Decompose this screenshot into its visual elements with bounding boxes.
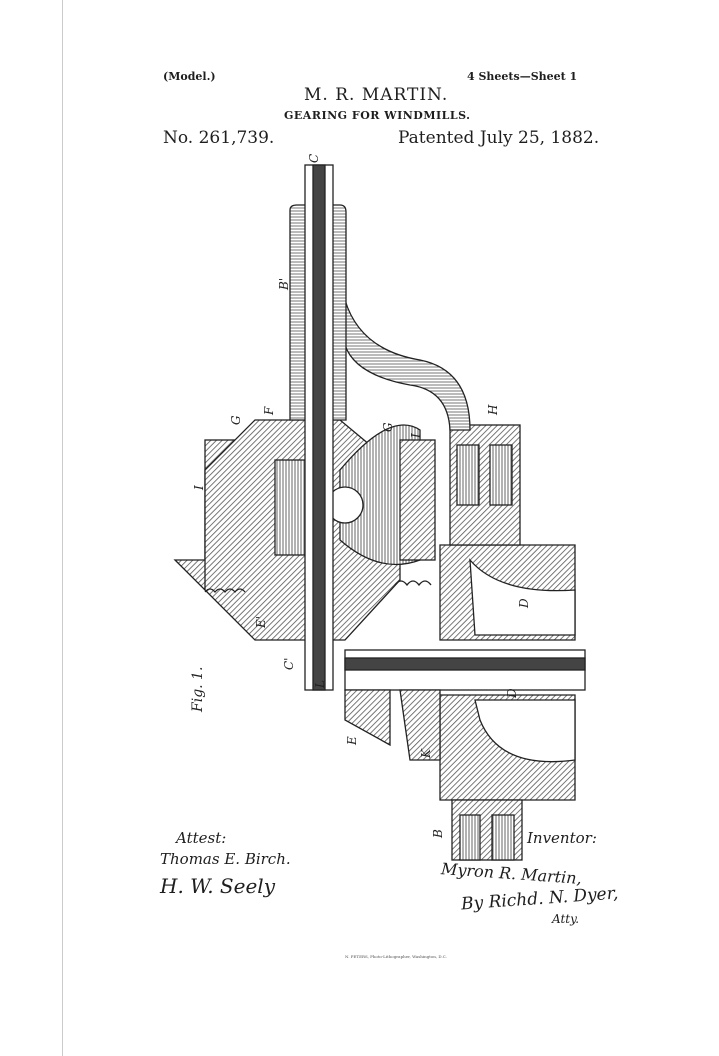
label-b-prime: B' [277,278,291,291]
label-i-left: I [192,485,206,491]
patent-number: No. 261,739. [163,128,275,148]
patent-title: GEARING FOR WINDMILLS. [284,109,471,122]
label-e-prime: E' [254,616,268,629]
label-e: E [345,736,359,746]
label-f: F [262,406,276,416]
arm [344,299,471,431]
model-label: (Model.) [163,70,216,83]
figure-caption: Fig. 1. [190,667,206,713]
label-i-right: I [409,433,423,439]
figure-labels: C B' F G G I H I D E' C' L E K D B Fig. … [190,154,531,839]
label-l: L [313,680,327,689]
label-h: H [486,404,500,416]
label-c: C [307,154,321,163]
flange-e [344,689,391,747]
label-c-prime: C' [282,658,296,670]
label-g-right: G [381,422,395,432]
attorney-suffix: Atty. [552,912,580,926]
witness-signature-1: Thomas E. Birch. [160,850,291,868]
label-g-left: G [229,415,243,425]
label-d-upper: D [517,598,531,609]
label-b: B [431,829,445,839]
printer-imprint: N. PETERS, Photo-Lithographer, Washingto… [345,954,447,959]
label-k: K [419,748,433,759]
inventor-label: Inventor: [527,829,597,847]
inventor-heading: M. R. MARTIN. [304,85,449,105]
page-edge [62,0,63,1056]
label-d-lower: D [505,688,519,699]
witness-signature-2: H. W. Seely [160,874,275,898]
attest-label: Attest: [176,829,227,847]
sheet-number: 4 Sheets—Sheet 1 [467,70,578,83]
patent-date: Patented July 25, 1882. [398,128,600,148]
